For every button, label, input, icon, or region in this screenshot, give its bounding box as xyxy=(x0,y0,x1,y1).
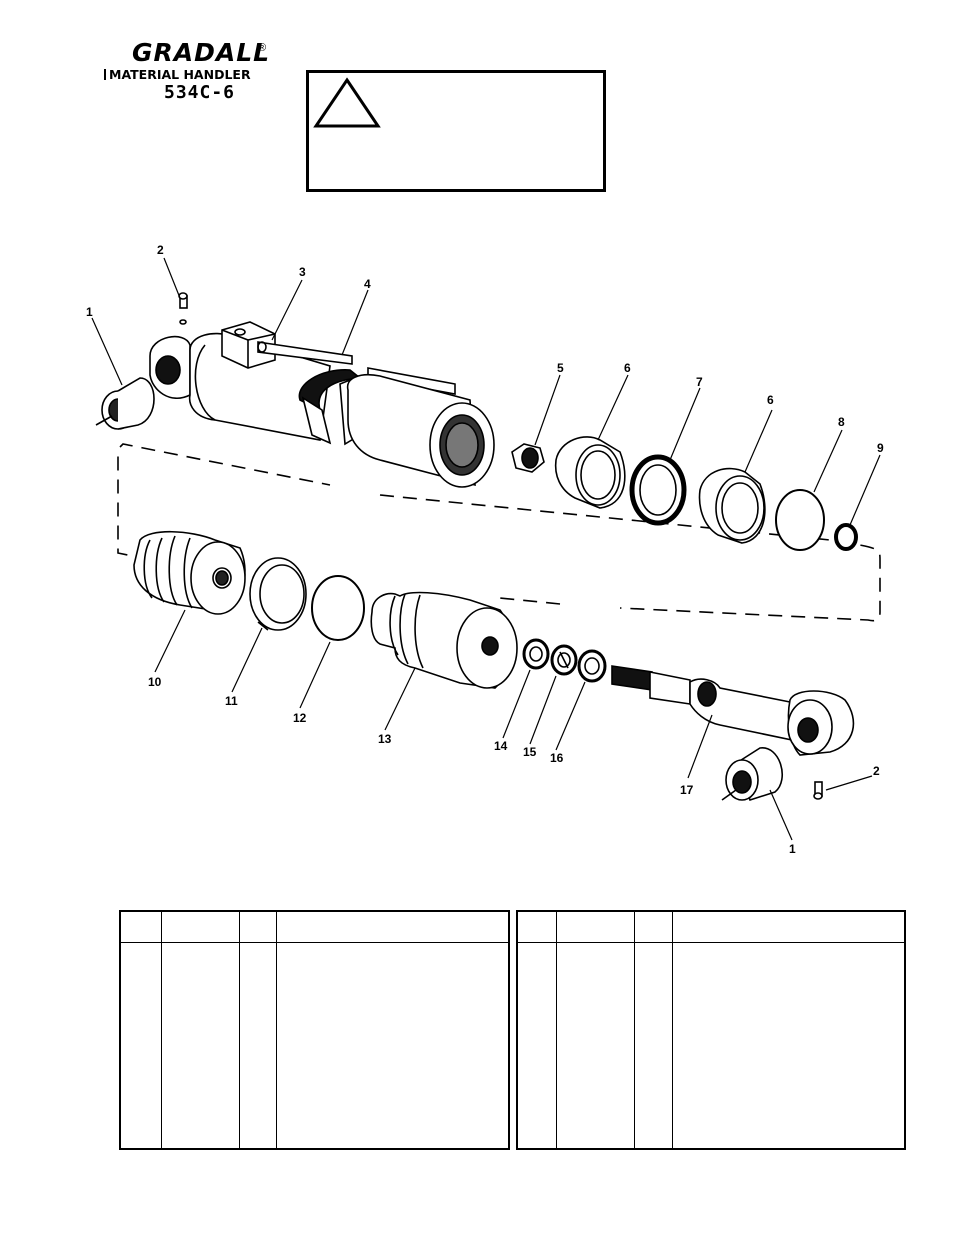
part-oring-12 xyxy=(311,575,365,641)
callout-1-top: 1 xyxy=(86,305,93,319)
callout-16: 16 xyxy=(550,751,564,765)
leader-lines xyxy=(91,257,881,841)
callout-10: 10 xyxy=(148,675,162,689)
callout-17: 17 xyxy=(680,783,694,797)
part-barrel xyxy=(149,321,495,488)
part-grease-fitting-2-bottom xyxy=(813,781,823,800)
part-washer-14 xyxy=(522,638,550,670)
table-header-row xyxy=(517,911,905,943)
callout-2-bottom: 2 xyxy=(873,764,880,778)
brand-subtitle-text: MATERIAL HANDLER xyxy=(109,67,251,82)
column-header xyxy=(672,911,905,943)
assembly-dashed-line xyxy=(117,443,881,622)
exploded-parts-diagram: 1 2 3 4 5 6 7 6 8 9 10 11 12 13 14 15 16… xyxy=(86,243,884,856)
part-washer-15 xyxy=(550,644,578,676)
warning-triangle-icon xyxy=(313,77,381,128)
part-nut-5 xyxy=(511,443,545,473)
callout-6-b: 6 xyxy=(767,393,774,407)
column-header xyxy=(634,911,673,943)
part-ring-6-a xyxy=(554,436,626,509)
callout-13: 13 xyxy=(378,732,392,746)
part-ring-9 xyxy=(834,523,858,551)
warning-box xyxy=(306,70,606,192)
callout-6-a: 6 xyxy=(624,361,631,375)
callout-1-bottom: 1 xyxy=(789,842,796,856)
column-header xyxy=(276,911,509,943)
callout-5: 5 xyxy=(557,361,564,375)
callout-12: 12 xyxy=(293,711,307,725)
column-header xyxy=(556,911,635,943)
part-rod-17 xyxy=(611,665,855,756)
callout-7: 7 xyxy=(696,375,703,389)
callout-14: 14 xyxy=(494,739,508,753)
model-number: 534C-6 xyxy=(164,82,236,103)
part-bushing-1-bottom xyxy=(721,747,784,802)
callout-8: 8 xyxy=(838,415,845,429)
column-header xyxy=(120,911,162,943)
table-body-row xyxy=(120,942,509,1149)
part-ring-11 xyxy=(249,557,307,631)
column-header xyxy=(161,911,240,943)
registered-mark: ® xyxy=(258,42,267,54)
part-washer-16 xyxy=(577,649,607,683)
table-body-row xyxy=(517,942,905,1149)
part-ring-6-b xyxy=(698,467,766,544)
callout-15: 15 xyxy=(523,745,537,759)
table-header-row xyxy=(120,911,509,943)
part-piston-10 xyxy=(133,530,246,615)
callout-2-top: 2 xyxy=(157,243,164,257)
parts-table-left xyxy=(119,910,510,1150)
part-oring-8 xyxy=(775,489,825,551)
parts-table-right xyxy=(516,910,906,1150)
part-ring-7 xyxy=(629,454,687,526)
callout-11: 11 xyxy=(225,694,238,708)
part-gland-13 xyxy=(370,591,518,689)
callout-4: 4 xyxy=(364,277,371,291)
brand-name: GRADALL xyxy=(132,38,271,67)
column-header xyxy=(517,911,557,943)
column-header xyxy=(239,911,277,943)
callout-3: 3 xyxy=(299,265,306,279)
part-bushing-1-top xyxy=(95,377,155,430)
brand-subtitle: MATERIAL HANDLER xyxy=(104,67,251,82)
callout-9: 9 xyxy=(877,441,884,455)
